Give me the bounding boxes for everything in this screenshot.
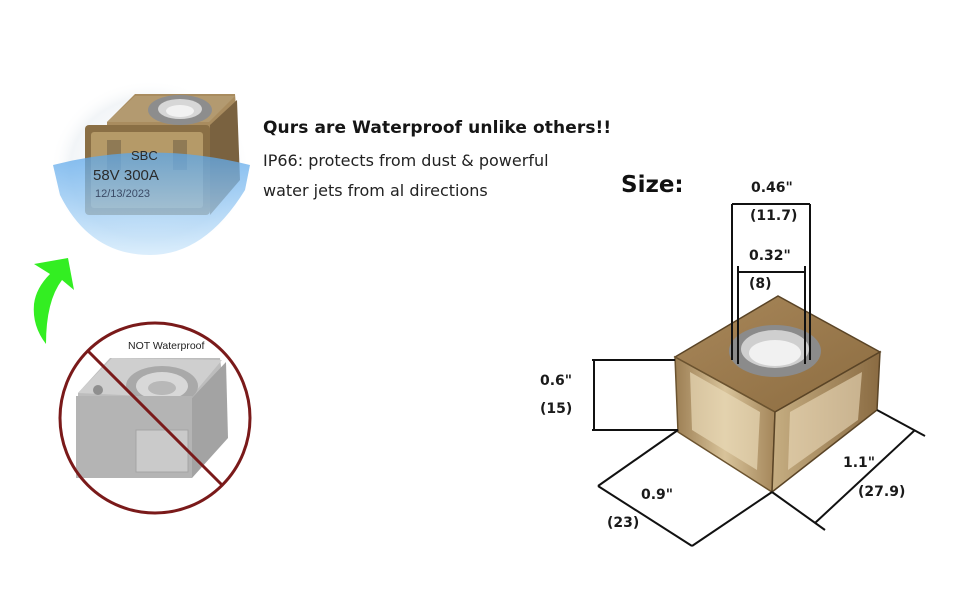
date-print: 12/13/2023 [95, 188, 150, 200]
height-inch-label: 0.6" [540, 373, 573, 389]
width-mm-label: (23) [607, 515, 640, 531]
feature-headline: Qurs are Waterproof unlike others!! [263, 118, 612, 138]
depth-inch-label: 1.1" [843, 455, 876, 471]
feature-description: IP66: protects from dust & powerful wate… [263, 146, 549, 206]
outer-hole-mm-label: (11.7) [750, 208, 798, 224]
brand-print: SBC [131, 148, 158, 163]
rating-print: 58V 300A [93, 167, 159, 184]
feature-description-line-1: IP66: protects from dust & powerful [263, 151, 549, 170]
competitor-terminal-graphic [58, 321, 252, 515]
waterproof-terminal-graphic: SBC 58V 300A 12/13/2023 [50, 80, 250, 256]
height-mm-label: (15) [540, 401, 573, 417]
size-title: Size: [621, 172, 684, 198]
outer-hole-inch-label: 0.46" [751, 180, 793, 196]
feature-description-line-2: water jets from al directions [263, 181, 488, 200]
inner-hole-inch-label: 0.32" [749, 248, 791, 264]
depth-mm-label: (27.9) [858, 484, 906, 500]
curved-arrow-icon [33, 258, 74, 344]
not-waterproof-label: NOT Waterproof [128, 340, 205, 352]
not-waterproof-terminal-image [50, 318, 260, 515]
waterproof-terminal-image: SBC 58V 300A 12/13/2023 [45, 80, 260, 256]
inner-hole-mm-label: (8) [749, 276, 772, 292]
width-inch-label: 0.9" [641, 487, 674, 503]
